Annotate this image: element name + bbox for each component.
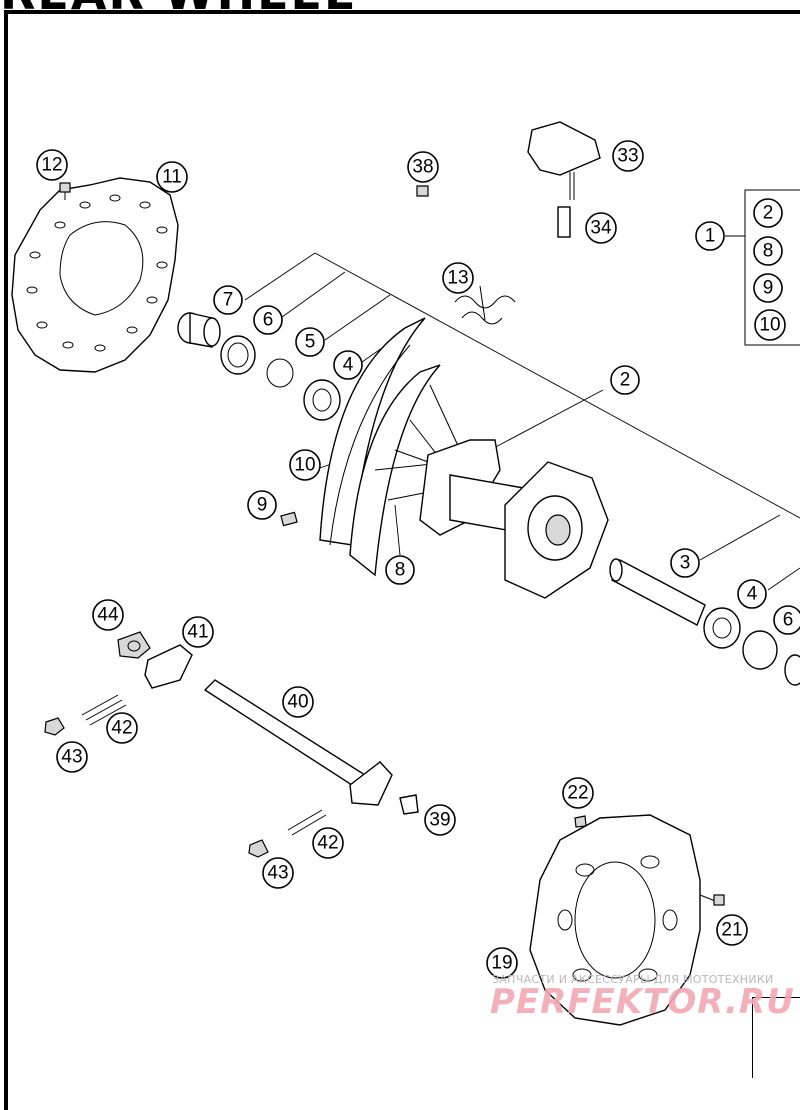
- callout-38: 38: [407, 151, 439, 183]
- callout-10: 10: [754, 309, 786, 341]
- callout-40: 40: [282, 686, 314, 718]
- right-hub-parts: [609, 558, 800, 686]
- svg-text:2: 2: [763, 203, 774, 224]
- watermark-brand: PERFEKTOR.RU: [490, 982, 795, 1022]
- callout-19: 19: [486, 947, 518, 979]
- watermark-caption: ЗАПЧАСТИ И АКСЕССУАРЫ ДЛЯ МОТОТЕХНИКИ: [492, 973, 774, 986]
- svg-text:1: 1: [705, 226, 716, 247]
- callout-12: 12: [36, 149, 68, 181]
- svg-text:8: 8: [395, 560, 406, 581]
- callout-21: 21: [716, 914, 748, 946]
- callout-8-spoke: 8: [385, 555, 415, 585]
- left-hub-parts: [177, 312, 341, 421]
- svg-text:6: 6: [783, 610, 794, 631]
- rim-lock-parts: [416, 121, 601, 238]
- chain-adjuster-left: [44, 631, 193, 736]
- spoke-nipple: [280, 511, 298, 527]
- svg-text:7: 7: [223, 290, 234, 311]
- rear-axle: [203, 679, 393, 806]
- callout-2-hub: 2: [610, 365, 640, 395]
- callout-1: 1: [695, 221, 725, 251]
- svg-text:10: 10: [294, 455, 315, 476]
- callout-33: 33: [612, 140, 644, 172]
- next-figure-corner: [752, 997, 800, 1078]
- svg-text:12: 12: [41, 155, 62, 176]
- svg-text:9: 9: [257, 495, 268, 516]
- rim-tape: [454, 285, 516, 325]
- callout-5: 5: [295, 327, 325, 357]
- svg-text:4: 4: [747, 584, 758, 605]
- callouts: 1 2 8 9 10 2 3 4 6 4 5 6 7 10 9 8 11 12 …: [36, 140, 800, 979]
- svg-text:2: 2: [620, 370, 631, 391]
- svg-text:5: 5: [305, 332, 316, 353]
- disc-bolt: [59, 182, 71, 200]
- callout-6-left: 6: [253, 305, 283, 335]
- svg-text:22: 22: [567, 783, 588, 804]
- svg-text:44: 44: [97, 605, 119, 626]
- svg-text:19: 19: [491, 953, 512, 974]
- svg-text:43: 43: [61, 747, 82, 768]
- svg-text:38: 38: [412, 157, 433, 178]
- callout-10-rim: 10: [289, 449, 321, 481]
- wheel-rim: [319, 317, 441, 577]
- kit-box: [744, 189, 800, 346]
- svg-text:9: 9: [763, 278, 774, 299]
- callout-44: 44: [92, 599, 124, 631]
- svg-text:43: 43: [267, 863, 288, 884]
- diagram-frame: [4, 10, 800, 1110]
- exploded-parts-diagram: 1 2 8 9 10 2 3 4 6 4 5 6 7 10 9 8 11 12 …: [11, 121, 800, 1026]
- rear-sprocket: [529, 814, 701, 1026]
- callout-41: 41: [182, 616, 214, 648]
- callout-6-right: 6: [773, 605, 800, 635]
- callout-34: 34: [585, 212, 617, 244]
- callout-11: 11: [156, 161, 188, 193]
- callout-22: 22: [562, 777, 594, 809]
- svg-text:4: 4: [343, 355, 354, 376]
- callout-3: 3: [670, 548, 700, 578]
- wheel-hub: [419, 439, 609, 599]
- svg-text:41: 41: [187, 622, 208, 643]
- svg-text:13: 13: [447, 268, 468, 289]
- callout-4-left: 4: [333, 350, 363, 380]
- callout-2: 2: [753, 198, 783, 228]
- callout-7: 7: [213, 285, 243, 315]
- callout-39: 39: [424, 804, 456, 836]
- svg-text:34: 34: [590, 218, 612, 239]
- callout-8: 8: [753, 236, 783, 266]
- svg-text:40: 40: [287, 692, 308, 713]
- svg-text:33: 33: [617, 146, 638, 167]
- svg-text:21: 21: [721, 920, 742, 941]
- svg-text:42: 42: [111, 718, 132, 739]
- chain-adjuster-right: [248, 794, 419, 858]
- svg-text:3: 3: [680, 553, 691, 574]
- svg-text:11: 11: [162, 167, 182, 188]
- svg-text:6: 6: [263, 310, 274, 331]
- svg-text:8: 8: [763, 241, 774, 262]
- sprocket-bolts: [574, 815, 725, 906]
- callout-43-right: 43: [262, 857, 294, 889]
- brake-disc: [11, 177, 179, 373]
- callout-42-left: 42: [106, 712, 138, 744]
- svg-text:42: 42: [317, 833, 338, 854]
- svg-text:10: 10: [759, 315, 780, 336]
- callout-9-nipple: 9: [247, 490, 277, 520]
- callout-4-right: 4: [737, 579, 767, 609]
- callout-13: 13: [442, 262, 474, 294]
- callout-9: 9: [753, 273, 783, 303]
- svg-text:39: 39: [429, 810, 450, 831]
- callout-42-right: 42: [312, 827, 344, 859]
- callout-43-left: 43: [56, 741, 88, 773]
